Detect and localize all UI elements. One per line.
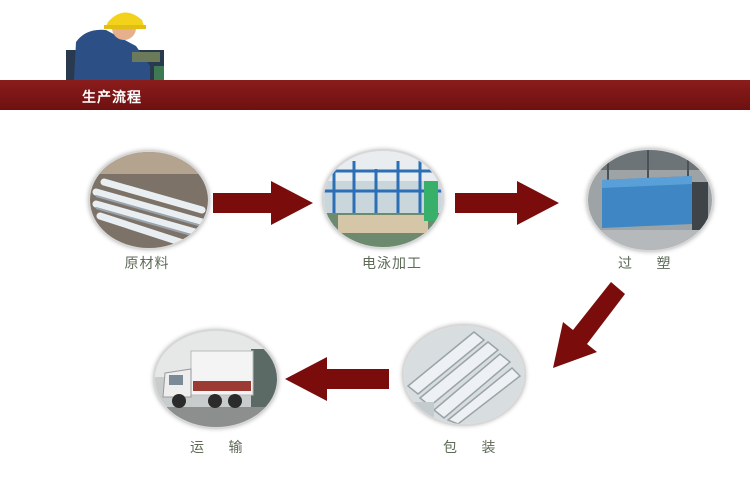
- worker-hardhat-image: [66, 6, 164, 80]
- page-title: 生产流程: [82, 90, 142, 106]
- step-plastic-coating-image: [586, 148, 714, 252]
- arrow-right-icon: [213, 181, 313, 225]
- step-electrophoresis-image: [322, 149, 444, 249]
- title-banner: [0, 80, 750, 110]
- step-label-plastic-coating: 过 塑: [618, 256, 681, 272]
- step-raw-material-image: [88, 150, 210, 250]
- step-label-raw-material: 原材料: [124, 256, 170, 272]
- arrow-down-left-icon: [553, 282, 625, 368]
- step-label-electrophoresis: 电泳加工: [362, 256, 422, 272]
- step-label-packaging: 包 装: [443, 440, 506, 456]
- step-label-transport: 运 输: [190, 440, 253, 456]
- arrow-right-icon: [455, 181, 559, 225]
- step-packaging-image: [402, 324, 526, 426]
- arrow-left-icon: [285, 357, 389, 401]
- step-transport-image: [153, 329, 279, 429]
